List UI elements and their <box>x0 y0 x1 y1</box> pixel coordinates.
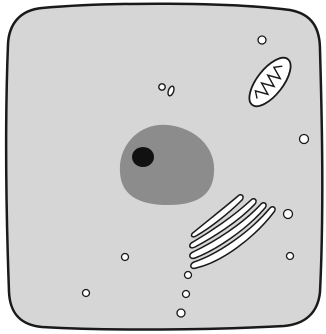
vesicle <box>300 135 309 144</box>
vesicle <box>183 291 190 298</box>
vesicle <box>177 309 185 317</box>
vesicle <box>287 253 294 260</box>
vesicle <box>122 254 129 261</box>
nucleolus <box>132 147 154 167</box>
vesicle <box>83 290 90 297</box>
vesicle <box>258 36 266 44</box>
vesicle <box>185 272 192 279</box>
vesicle <box>284 210 293 219</box>
